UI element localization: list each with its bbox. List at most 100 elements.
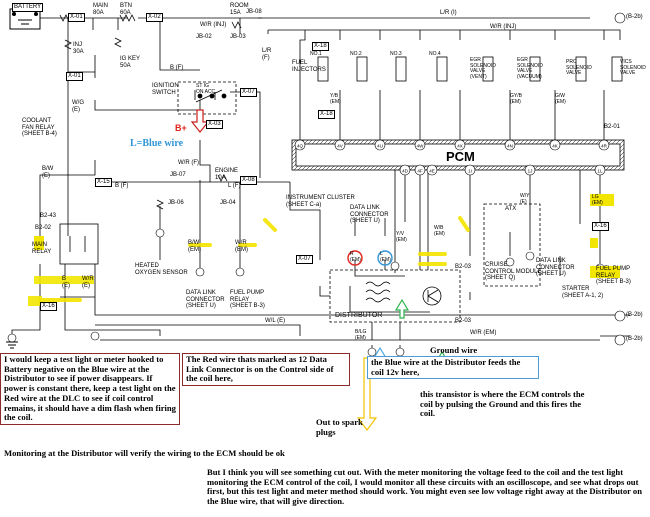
b-plus-label: B+: [175, 123, 187, 133]
wire-y-v-em: Y/V (EM): [396, 231, 407, 243]
wire-g-w-em: G/W (EM): [555, 93, 566, 105]
injector-no2: NO.2: [350, 51, 362, 57]
b2-03b-label: B2-03: [455, 318, 472, 324]
wire-b-w-em: B/W (EM): [188, 240, 201, 253]
pcm-pin-label: 4W: [417, 144, 425, 149]
pcm-pin-label: 4N: [507, 144, 513, 149]
injector-no3: NO.3: [390, 51, 402, 57]
wire-y-b-em: Y/B (EM): [330, 93, 341, 105]
sheet-ref-mid: (B-2b): [626, 312, 643, 318]
vics-valve-label: VICS SOLENOID VALVE: [620, 59, 646, 76]
data-link-connector-left: DATA LINK CONNECTOR (SHEET U): [186, 290, 225, 310]
wire-gy-b-em: GY/B (EM): [510, 93, 522, 105]
btn-fuse-label: BTN 60A: [120, 3, 132, 16]
transistor-symbol: [422, 286, 442, 306]
room-fuse-label: ROOM 15A: [230, 3, 249, 16]
injector-symbol: [317, 56, 623, 82]
connector-x16b: X-16: [592, 222, 609, 231]
ignition-switch-label: IGNITION SWITCH: [152, 83, 179, 96]
pcm-pin-circles: [7, 12, 626, 357]
wire-w-b-em: W/B (EM): [434, 225, 445, 237]
wire-w-r-e: W/R (E): [82, 276, 94, 289]
connector-x18: X-18: [312, 42, 329, 51]
main-relay-label: MAIN RELAY: [32, 242, 52, 255]
ignition-switch-symbol: [177, 81, 237, 115]
atx-label: ATX: [505, 206, 517, 212]
wire-w-r-em: W/R (EM): [235, 240, 248, 253]
wire-w-r-inj: W/R (INJ): [490, 24, 517, 30]
ground-wire-note: Ground wire: [430, 345, 478, 355]
connector-x03: X-03: [206, 120, 223, 129]
ground-symbol: [6, 341, 18, 349]
ho2s-label: HEATED OXYGEN SENSOR: [135, 263, 188, 276]
sheet-ref-top: (B-2b): [626, 14, 643, 20]
fuel-pump-relay-right: FUEL PUMP RELAY (SHEET B-3): [596, 266, 631, 286]
jb08-label: JB-08: [246, 9, 262, 15]
instrument-cluster-label: INSTRUMENT CLUSTER (SHEET C-a): [286, 195, 355, 208]
jb03-label: JB-03: [230, 34, 246, 40]
data-link-connector-right: DATA LINK CONNECTOR (SHEET U): [536, 258, 575, 278]
inj-fuse-label: INJ 30A: [73, 42, 84, 55]
jb06-label: JB-06: [168, 200, 184, 206]
wire-r-em: R (EM): [350, 251, 361, 263]
wire-w-r-em-bottom: W/R (EM): [470, 330, 497, 336]
out-to-plugs-note: Out to spark plugs: [316, 417, 363, 437]
pcm-pin-label: 4K: [552, 144, 558, 149]
coolant-fan-relay-label: COOLANT FAN RELAY (SHEET B-4): [22, 118, 57, 138]
wire-b-f: B (F): [170, 65, 184, 71]
wire-w-l-e: W/L (E): [265, 318, 286, 324]
battery-label: BATTERY: [12, 3, 44, 12]
egr-vacuum-valve-label: EGR SOLENOID VALVE (VACUUM): [517, 57, 543, 80]
jb07-label: JB-07: [170, 172, 186, 178]
jb04-label: JB-04: [220, 200, 236, 206]
pcm-pin-label: 4X: [457, 144, 463, 149]
connector-x01: X-01: [68, 13, 85, 22]
distributor-label: DISTRIBUTOR: [335, 312, 383, 319]
prc-valve-label: PRC SOLENOID VALVE: [566, 59, 592, 76]
wire-w-r-f: W/R (F): [178, 160, 199, 166]
final-note: But I think you will see something cut o…: [207, 467, 643, 507]
connector-x08: X-08: [240, 176, 257, 185]
starter-label: STARTER (SHEET A-1, 2): [562, 286, 604, 299]
lg-highlight-marks: [28, 194, 620, 306]
engine-fuse-label: ENGINE 10A: [215, 168, 239, 181]
pcm-pin-label: 1J: [528, 169, 533, 174]
injector-no1: NO.1: [310, 51, 322, 57]
red-wire-note: The Red wire thats marked as 12 Data Lin…: [182, 353, 350, 387]
monitoring-note: Monitoring at the Distributor will verif…: [4, 448, 285, 458]
pcm-pin-label: 4Q: [297, 144, 304, 149]
jb02-label: JB-02: [196, 34, 212, 40]
pcm-pin-label: 4V: [337, 144, 343, 149]
wire-b-lg-em: B/LG (EM): [355, 329, 367, 341]
ignition-positions: ST IG ON ACC: [196, 83, 216, 95]
wire-w-r-inj-top: W/R (INJ): [200, 22, 227, 28]
fuel-pump-relay-left: FUEL PUMP RELAY (SHEET B-3): [230, 290, 265, 310]
wire-lg-em: LG (EM): [592, 194, 603, 206]
pcm-pin-label: 1L: [597, 169, 603, 174]
pcm-pin-label: 4F: [417, 169, 423, 174]
pcm-pin-label: 4R: [601, 144, 608, 149]
battery-symbol: [9, 8, 41, 30]
wire-l-r: L/R (I): [440, 10, 457, 16]
wire-b-e: B (E): [62, 276, 70, 289]
blue-feed-note: the Blue wire at the Distributor feeds t…: [367, 356, 539, 380]
wire-l-f: L (F): [228, 183, 241, 189]
connector-x07b: X-07: [296, 255, 313, 264]
ig-key-fuse-label: IG KEY 50A: [120, 56, 141, 69]
pcm-label: PCM: [446, 149, 475, 164]
sheet-ref-bottom: (B-2b): [626, 336, 643, 342]
main-fuse-label: MAIN 80A: [93, 3, 108, 16]
data-link-connector-mid: DATA LINK CONNECTOR (SHEET U): [350, 205, 389, 225]
test-light-note: I would keep a test light or meter hooke…: [0, 353, 180, 425]
connector-x16: X-16: [40, 302, 57, 311]
connector-x15: X-15: [95, 178, 112, 187]
wire-w-y-e: W/Y (E): [520, 193, 530, 205]
pcm-pin-label: 4E: [429, 169, 435, 174]
b2-03-label: B2-03: [455, 264, 472, 270]
connector-x01b: X-01: [66, 72, 83, 81]
egr-vent-valve-label: EGR SOLENOID VALVE (VENT): [470, 57, 496, 80]
b2-02-label: B2-02: [35, 225, 52, 231]
b2-01-label: B2-01: [604, 124, 621, 130]
transistor-note: this transistor is where the ECM control…: [420, 389, 585, 419]
